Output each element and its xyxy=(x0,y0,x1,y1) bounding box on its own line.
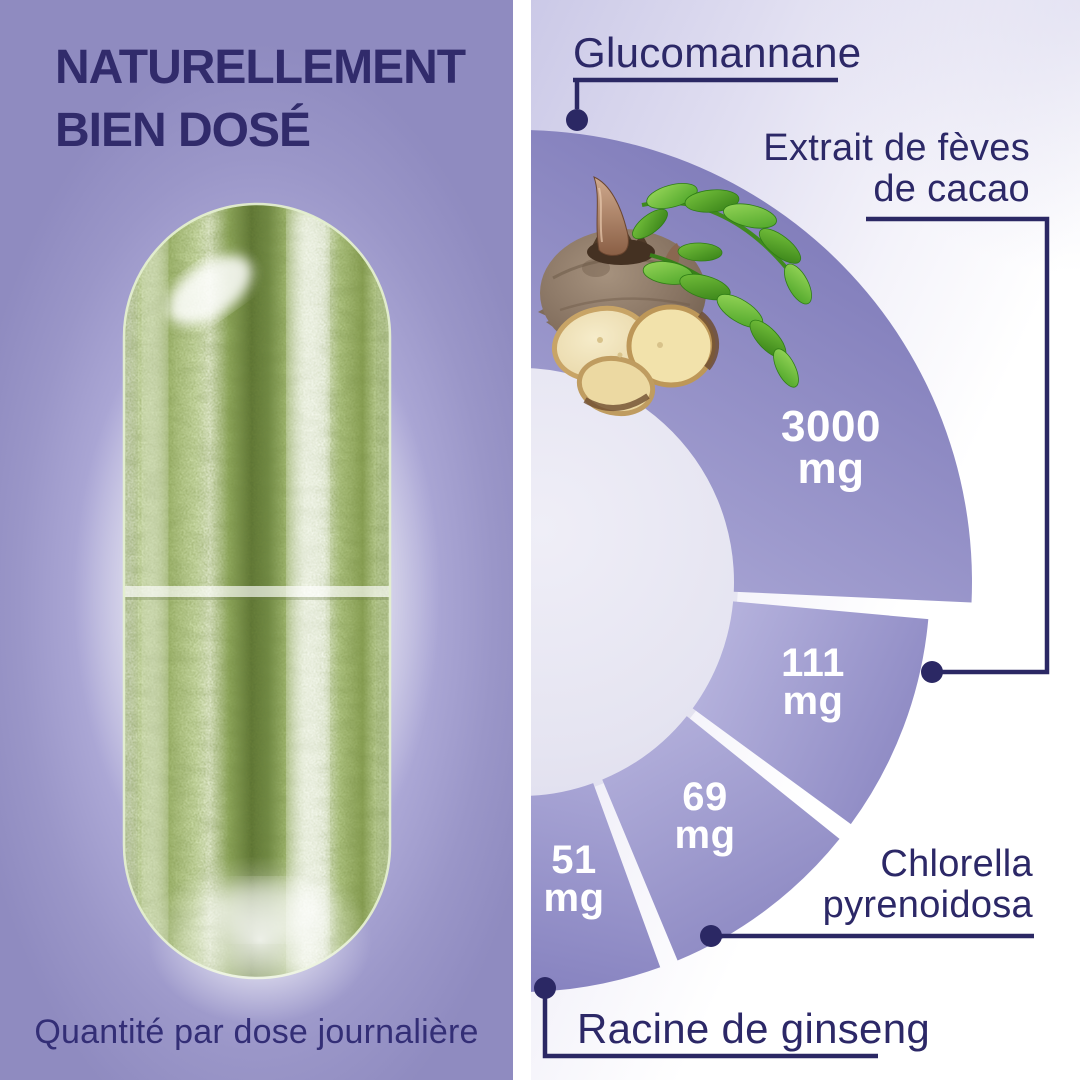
connector-dot-chlorella xyxy=(700,925,722,947)
leaf-icon xyxy=(632,208,668,240)
segment-label-glucomannane: Glucomannane xyxy=(573,29,862,76)
segment-label-ginseng: Racine de ginseng xyxy=(577,1005,931,1052)
capsule-specular-highlight xyxy=(167,255,253,325)
konjac-root-slices xyxy=(551,304,720,417)
connector-line-glucomannane xyxy=(573,77,838,109)
segment-label-cacao: Extrait de fèves de cacao xyxy=(763,127,1030,211)
konjac-sprout-horn xyxy=(593,176,629,256)
leaf-icon xyxy=(646,183,698,209)
connector-line-ginseng xyxy=(542,997,878,1059)
leaf-icon xyxy=(679,273,731,301)
leaf-icon xyxy=(684,189,740,213)
leaf-sprig xyxy=(632,183,812,388)
left-panel: NATURELLEMENT BIEN DOSÉ xyxy=(0,0,513,1080)
leaf-icon xyxy=(677,242,723,262)
donut-segment xyxy=(531,783,661,992)
right-panel: Glucomannane Extrait de fèves de cacao C… xyxy=(531,0,1080,1080)
value-label-chlorella: 69 mg xyxy=(674,775,736,857)
page-title-line1: NATURELLEMENT xyxy=(55,41,466,94)
donut-segment xyxy=(692,601,929,825)
value-label-cacao: 111 mg xyxy=(781,641,845,723)
page-title: NATURELLEMENT BIEN DOSÉ xyxy=(55,36,513,163)
leaf-icon xyxy=(723,203,777,229)
capsule-seam xyxy=(124,586,390,597)
connector-dot-ginseng xyxy=(534,977,556,999)
connector-line-cacao xyxy=(866,216,1050,675)
donut-hole xyxy=(531,364,738,800)
konjac-root-illustration xyxy=(538,176,812,417)
connector-dot-cacao xyxy=(921,661,943,683)
value-label-ginseng: 51 mg xyxy=(543,838,605,920)
capsule-bottom-glow xyxy=(100,820,420,1060)
leaf-icon xyxy=(784,263,812,305)
panel-divider xyxy=(513,0,531,1080)
dose-caption: Quantité par dose journalière xyxy=(34,1013,479,1051)
donut-chart-svg xyxy=(531,77,1050,1059)
value-label-glucomannane: 3000 mg xyxy=(781,402,881,493)
leaf-icon xyxy=(773,348,799,388)
connector-dot-glucomannane xyxy=(566,109,588,131)
page-title-line2: BIEN DOSÉ xyxy=(55,104,311,158)
donut-segment xyxy=(602,716,840,961)
segment-label-chlorella: Chlorella pyrenoidosa xyxy=(822,843,1033,927)
leaf-icon xyxy=(758,228,802,264)
